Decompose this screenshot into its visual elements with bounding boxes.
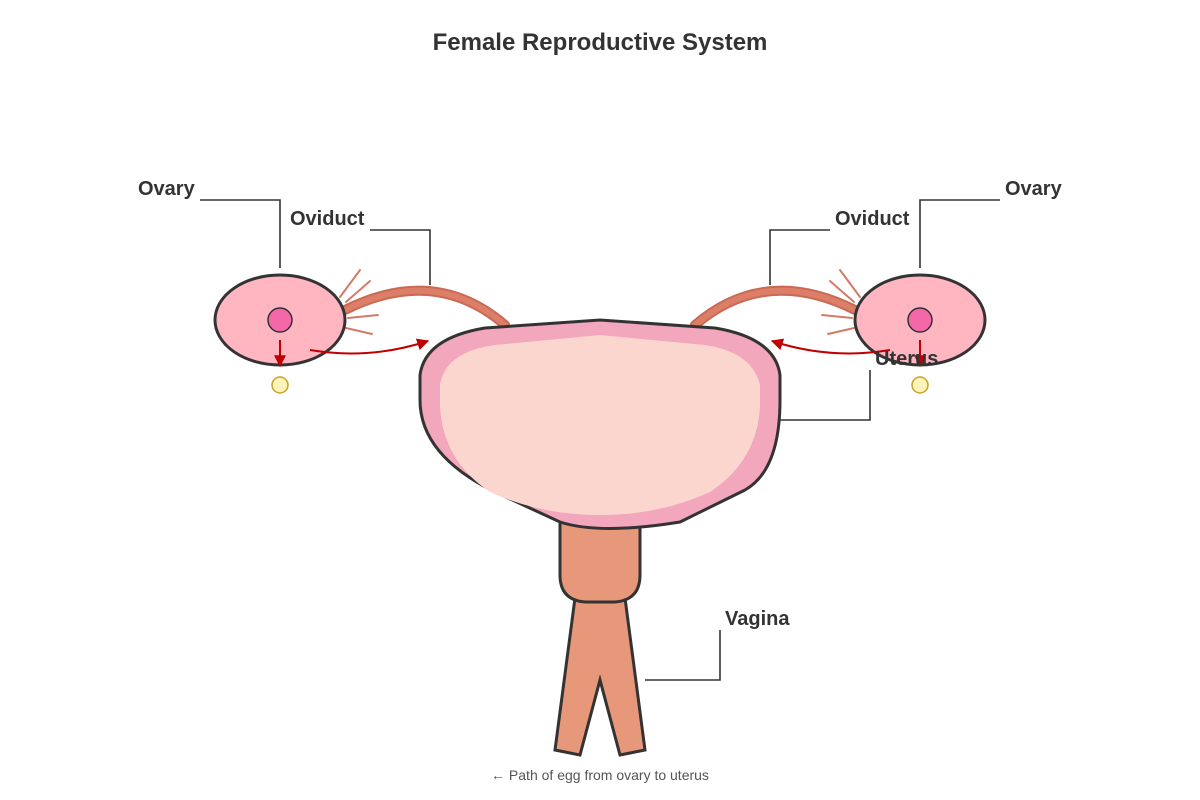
uterine-cavity — [440, 335, 760, 515]
leader-uterus — [780, 370, 871, 421]
label-oviduct-right: Oviduct — [835, 208, 910, 230]
vagina-shape — [553, 596, 647, 757]
egg-right — [911, 376, 929, 394]
label-uterus: Uterus — [875, 348, 938, 370]
leader-oviduct-left — [370, 229, 431, 285]
leader-ovary-right — [919, 199, 1000, 268]
leader-oviduct-right — [769, 229, 830, 285]
label-vagina: Vagina — [725, 608, 790, 630]
fimbriae-left — [339, 269, 379, 335]
follicle-right — [907, 307, 933, 333]
egg-path-arrow-left — [309, 338, 430, 355]
oviduct-left — [340, 285, 510, 330]
cervix-shape — [558, 516, 642, 604]
fimbriae-right — [821, 269, 861, 335]
egg-left — [271, 376, 289, 394]
egg-path-arrow-right — [770, 338, 891, 355]
follicle-left — [267, 307, 293, 333]
ovary-right-shape — [853, 273, 987, 367]
egg-path-caption: ← Path of egg from ovary to uterus — [491, 767, 709, 783]
diagram-title: Female Reproductive System — [433, 29, 768, 56]
label-oviduct-left: Oviduct — [290, 208, 365, 230]
leader-vagina — [645, 630, 721, 681]
leader-ovary-left — [200, 199, 281, 268]
label-ovary-right: Ovary — [1005, 178, 1063, 200]
label-ovary-left: Ovary — [138, 178, 196, 200]
oviduct-right — [690, 285, 860, 330]
